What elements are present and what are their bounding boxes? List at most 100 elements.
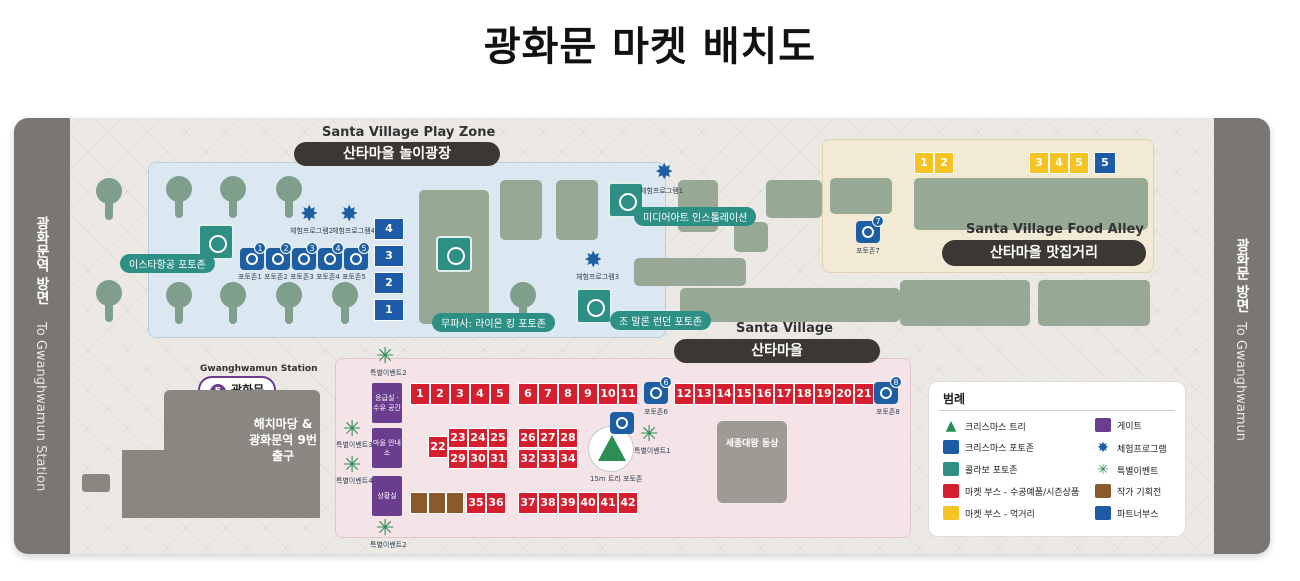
photo-zone-icon[interactable] (610, 412, 634, 434)
gate-control-room[interactable]: 상황실 (372, 476, 402, 516)
market-booth[interactable]: 31 (488, 449, 508, 469)
market-booth[interactable]: 10 (598, 383, 618, 405)
artist-exhibition-booth[interactable] (446, 492, 464, 514)
food-booth[interactable]: 1 (914, 152, 934, 174)
market-booth[interactable]: 19 (814, 383, 834, 405)
collab-label-mufasa: 무파사: 라이온 킹 포토존 (432, 313, 555, 332)
market-booth[interactable]: 42 (618, 492, 638, 514)
market-booth[interactable]: 38 (538, 492, 558, 514)
experience-program-icon[interactable]: ✸ (584, 248, 603, 273)
special-event-icon[interactable]: ✳ (343, 417, 362, 442)
collab-photo-zone-icon (943, 462, 959, 476)
partner-booth[interactable]: 1 (374, 299, 404, 321)
market-booth[interactable]: 30 (468, 449, 488, 469)
experience-label: 체험프로그램3 (576, 273, 620, 281)
special-event-icon[interactable]: ✳ (376, 344, 395, 369)
market-booth[interactable]: 20 (834, 383, 854, 405)
market-booth[interactable]: 26 (518, 428, 538, 448)
market-booth[interactable]: 4 (470, 383, 490, 405)
market-booth[interactable]: 5 (490, 383, 510, 405)
market-booth[interactable]: 25 (488, 428, 508, 448)
special-event-icon[interactable]: ✳ (376, 516, 395, 541)
photo-zone-number: 8 (890, 376, 902, 388)
artist-exhibition-booth[interactable] (428, 492, 446, 514)
photo-zone-number: 4 (332, 242, 344, 254)
special-event-icon[interactable]: ✳ (640, 422, 659, 447)
experience-program-icon[interactable]: ✸ (300, 202, 319, 227)
legend-divider (939, 410, 1175, 411)
market-food-swatch (943, 506, 959, 520)
legend-panel: 범례 ▲크리스마스 트리 게이트 크리스마스 포토존 ✸체험프로그램 콜라보 포… (928, 381, 1186, 537)
market-booth[interactable]: 7 (538, 383, 558, 405)
haechi-plaza-area (164, 390, 320, 518)
special-event-icon[interactable]: ✳ (343, 453, 362, 478)
market-booth[interactable]: 21 (854, 383, 874, 405)
market-booth[interactable]: 36 (486, 492, 506, 514)
market-booth[interactable]: 28 (558, 428, 578, 448)
partner-booth[interactable]: 2 (374, 272, 404, 294)
legend-label: 콜라보 포토존 (965, 465, 1018, 476)
market-booth[interactable]: 35 (466, 492, 486, 514)
market-booth[interactable]: 2 (430, 383, 450, 405)
market-booth[interactable]: 13 (694, 383, 714, 405)
gate-info-center[interactable]: 마을 안내소 (372, 428, 402, 468)
legend-item: 크리스마스 포토존 (943, 440, 1034, 454)
market-booth[interactable]: 22 (428, 436, 448, 458)
collab-photo-zone-icon[interactable] (436, 236, 472, 272)
partner-booth-swatch (1095, 506, 1111, 520)
market-booth[interactable]: 29 (448, 449, 468, 469)
food-booth[interactable]: 3 (1029, 152, 1049, 174)
artist-exhibition-swatch (1095, 484, 1111, 498)
market-booth[interactable]: 41 (598, 492, 618, 514)
christmas-tree-icon: ▲ (945, 418, 957, 434)
market-booth[interactable]: 12 (674, 383, 694, 405)
market-booth[interactable]: 34 (558, 449, 578, 469)
small-block (82, 474, 110, 492)
food-booth[interactable]: 4 (1049, 152, 1069, 174)
legend-label: 파트너부스 (1117, 509, 1159, 520)
market-booth[interactable]: 32 (518, 449, 538, 469)
building-block (1038, 280, 1150, 326)
photo-zone-number: 3 (306, 242, 318, 254)
market-booth[interactable]: 8 (558, 383, 578, 405)
market-booth[interactable]: 16 (754, 383, 774, 405)
photo-zone-icon (943, 440, 959, 454)
market-booth[interactable]: 18 (794, 383, 814, 405)
market-booth[interactable]: 17 (774, 383, 794, 405)
market-booth[interactable]: 24 (468, 428, 488, 448)
experience-label: 체험프로그램4 (332, 227, 376, 235)
market-booth[interactable]: 23 (448, 428, 468, 448)
collab-photo-zone-icon[interactable] (576, 288, 612, 324)
building-block (634, 258, 746, 286)
legend-item: 마켓 부스 - 수공예품/시즌상품 (943, 484, 1079, 498)
market-booth[interactable]: 1 (410, 383, 430, 405)
legend-item: ▲크리스마스 트리 (943, 418, 1026, 434)
experience-program-icon[interactable]: ✸ (655, 160, 674, 185)
experience-program-icon[interactable]: ✸ (340, 202, 359, 227)
photo-zone-icon[interactable] (874, 382, 898, 404)
photo-zone-icon[interactable] (856, 221, 880, 243)
collab-photo-zone-icon[interactable] (608, 182, 644, 218)
food-booth[interactable]: 5 (1069, 152, 1089, 174)
market-booth[interactable]: 3 (450, 383, 470, 405)
gate-first-aid[interactable]: 응급실 · 수유 공간 (372, 383, 402, 423)
market-booth[interactable]: 33 (538, 449, 558, 469)
food-booth[interactable]: 2 (934, 152, 954, 174)
market-booth[interactable]: 40 (578, 492, 598, 514)
market-booth[interactable]: 15 (734, 383, 754, 405)
market-booth[interactable]: 39 (558, 492, 578, 514)
market-booth[interactable]: 27 (538, 428, 558, 448)
santa-village-en-label: Santa Village (736, 321, 833, 336)
market-booth[interactable]: 14 (714, 383, 734, 405)
partner-booth[interactable]: 3 (374, 245, 404, 267)
food-partner-booth[interactable]: 5 (1094, 152, 1116, 174)
market-booth[interactable]: 6 (518, 383, 538, 405)
photo-zone-icon[interactable] (644, 382, 668, 404)
market-booth[interactable]: 11 (618, 383, 638, 405)
market-booth[interactable]: 9 (578, 383, 598, 405)
partner-booth[interactable]: 4 (374, 218, 404, 240)
market-booth[interactable]: 37 (518, 492, 538, 514)
artist-exhibition-booth[interactable] (410, 492, 428, 514)
play-zone-en-label: Santa Village Play Zone (322, 125, 496, 140)
tree-icon (220, 176, 246, 218)
